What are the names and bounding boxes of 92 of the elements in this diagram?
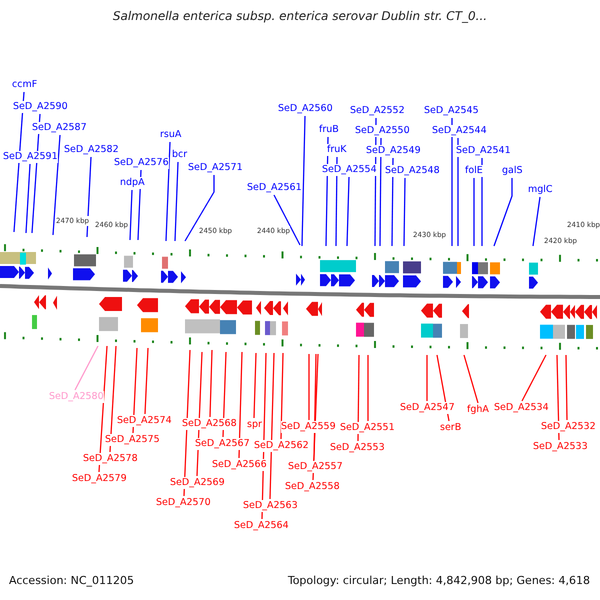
leader-line xyxy=(52,134,61,236)
leader-line xyxy=(280,352,284,440)
gene-label: SeD_A2544 xyxy=(432,124,487,136)
leader-line xyxy=(532,196,541,246)
leader-line xyxy=(308,354,310,420)
leader-line xyxy=(556,354,560,440)
leader-line xyxy=(357,355,360,441)
leader-line xyxy=(391,158,394,246)
leader-line xyxy=(222,352,227,438)
gene-label: SeD_A2578 xyxy=(83,452,138,464)
gene-label: SeD_A2534 xyxy=(494,402,549,414)
leader-line xyxy=(209,350,213,418)
leader-line xyxy=(144,348,149,414)
gene-label: SeD_A2562 xyxy=(254,440,309,452)
gene-label: SeD_A2580 xyxy=(49,390,104,402)
gene-label: SeD_A2553 xyxy=(330,442,385,454)
gene-label: SeD_A2579 xyxy=(72,472,127,484)
leader-line xyxy=(325,136,329,246)
leader-line xyxy=(493,178,513,246)
leader-line xyxy=(403,178,406,246)
leader-line xyxy=(451,118,453,246)
gene-label: SeD_A2563 xyxy=(243,500,298,512)
gene-label: galS xyxy=(502,164,523,176)
gene-label: SeD_A2570 xyxy=(156,496,211,508)
leader-line xyxy=(129,190,133,240)
gene-label: SeD_A2561 xyxy=(247,182,302,194)
leader-line xyxy=(109,346,117,452)
leader-line xyxy=(132,348,138,434)
leader-line xyxy=(165,142,171,242)
gene-label: SeD_A2569 xyxy=(170,476,225,488)
gene-label: fruK xyxy=(327,144,347,156)
leader-line xyxy=(269,352,275,500)
gene-label: SeD_A2550 xyxy=(355,124,410,136)
gene-label: SeD_A2575 xyxy=(105,434,160,446)
gene-label: SeD_A2532 xyxy=(541,420,596,432)
gene-label: fruB xyxy=(319,124,339,136)
leader-line xyxy=(457,138,459,246)
gene-label: SeD_A2560 xyxy=(278,102,333,114)
gene-label: spr xyxy=(247,418,262,430)
gene-label: SeD_A2590 xyxy=(13,100,68,112)
gene-label: SeD_A2571 xyxy=(188,162,243,174)
leader-line xyxy=(367,355,369,421)
gene-label: SeD_A2566 xyxy=(212,458,267,470)
gene-label: ccmF xyxy=(12,78,38,90)
gene-label: SeD_A2552 xyxy=(350,104,405,116)
leader-line xyxy=(98,346,108,472)
gene-label: mglC xyxy=(528,184,553,196)
leader-line xyxy=(335,157,338,246)
gene-label: fghA xyxy=(467,404,489,416)
gene-label: folE xyxy=(465,164,483,176)
leader-line xyxy=(481,158,483,246)
gene-label: SeD_A2547 xyxy=(400,402,455,414)
gene-label: bcr xyxy=(172,148,188,160)
footer-text: Accession: NC_011205 xyxy=(9,575,134,587)
leader-line xyxy=(74,346,99,390)
leader-line xyxy=(565,354,568,420)
gene-label: SeD_A2568 xyxy=(182,418,237,430)
leader-line xyxy=(253,352,257,418)
leader-line xyxy=(174,162,179,242)
gene-label: ndpA xyxy=(120,176,145,188)
gene-label: SeD_A2548 xyxy=(385,164,440,176)
leader-line xyxy=(184,175,215,242)
leader-line xyxy=(301,116,306,246)
gene-label: SeD_A2591 xyxy=(3,150,58,162)
gene-label: SeD_A2582 xyxy=(64,144,119,156)
gene-label: SeD_A2576 xyxy=(114,156,169,168)
leader-line xyxy=(346,176,350,246)
gene-label: SeD_A2574 xyxy=(117,414,172,426)
gene-label: SeD_A2559 xyxy=(281,420,336,432)
gene-label: SeD_A2557 xyxy=(288,460,343,472)
footer-text: Topology: circular; Length: 4,842,908 bp; Genes: 4,618 xyxy=(288,575,590,587)
gene-label: SeD_A2545 xyxy=(424,104,479,116)
leader-line xyxy=(273,194,301,246)
gene-label: SeD_A2564 xyxy=(234,520,289,532)
leader-line xyxy=(379,138,382,246)
gene-label: rsuA xyxy=(160,128,182,140)
leader-line xyxy=(426,355,428,401)
gene-label: SeD_A2549 xyxy=(366,144,421,156)
leader-line xyxy=(86,156,92,238)
leader-line xyxy=(521,354,547,402)
leader-line xyxy=(473,178,475,246)
gene-label: SeD_A2541 xyxy=(456,144,511,156)
gene-label: SeD_A2533 xyxy=(533,440,588,452)
gene-label: SeD_A2567 xyxy=(195,438,250,450)
gene-label: serB xyxy=(440,422,462,434)
leader-line xyxy=(238,352,243,458)
gene-label: SeD_A2554 xyxy=(322,164,377,176)
gene-label: SeD_A2587 xyxy=(32,122,87,134)
gene-label: SeD_A2558 xyxy=(285,480,340,492)
leader-line xyxy=(463,354,479,404)
gene-label: SeD_A2551 xyxy=(340,422,395,434)
leader-line xyxy=(25,164,31,234)
